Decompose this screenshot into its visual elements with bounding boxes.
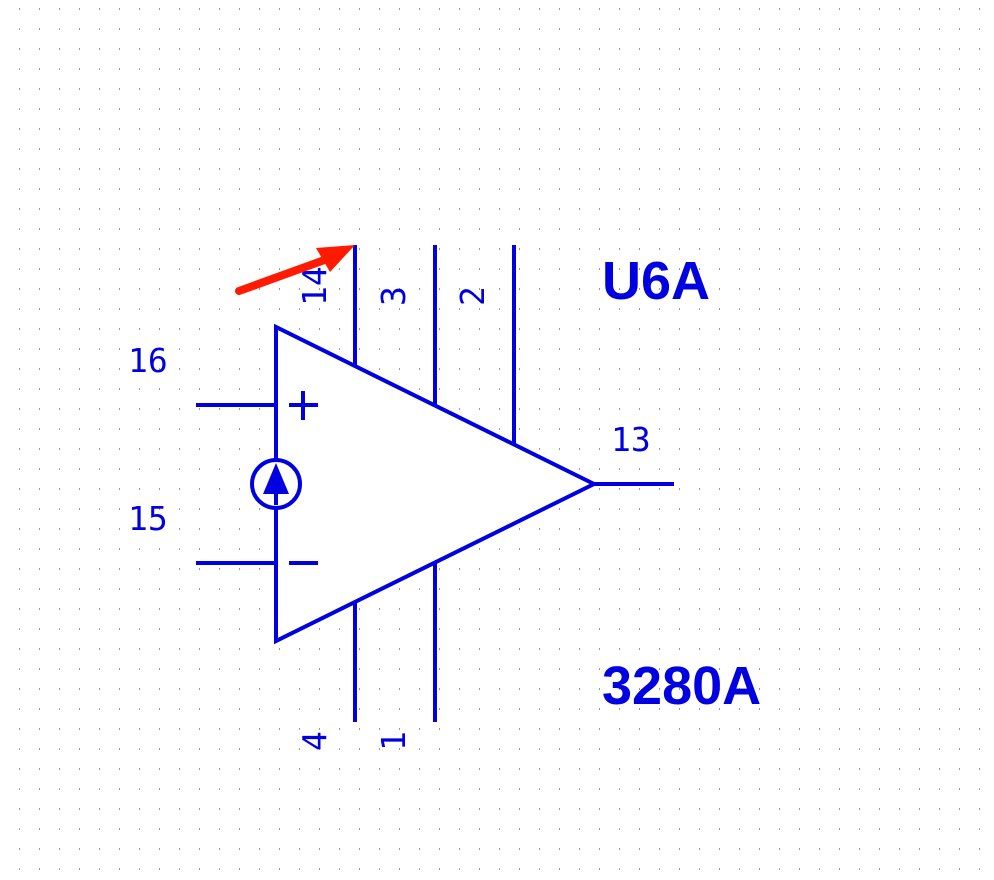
reference-designator[interactable]: U6A: [602, 251, 710, 311]
pin-label-3: 3: [374, 286, 413, 306]
pin-label-4: 4: [295, 731, 334, 751]
pin-label-15: 15: [128, 499, 168, 538]
pin-label-16: 16: [128, 341, 168, 380]
pin-label-1: 1: [374, 731, 413, 751]
pin-label-13: 13: [611, 420, 651, 459]
component-value[interactable]: 3280A: [602, 656, 761, 716]
op-amp-symbol[interactable]: [196, 245, 674, 722]
current-source-arrow-icon: [263, 463, 289, 494]
plus-sign-icon: [289, 391, 318, 420]
pin-label-2: 2: [453, 286, 492, 306]
pin-label-14: 14: [295, 266, 334, 306]
annotation-arrow-icon: [235, 245, 355, 295]
